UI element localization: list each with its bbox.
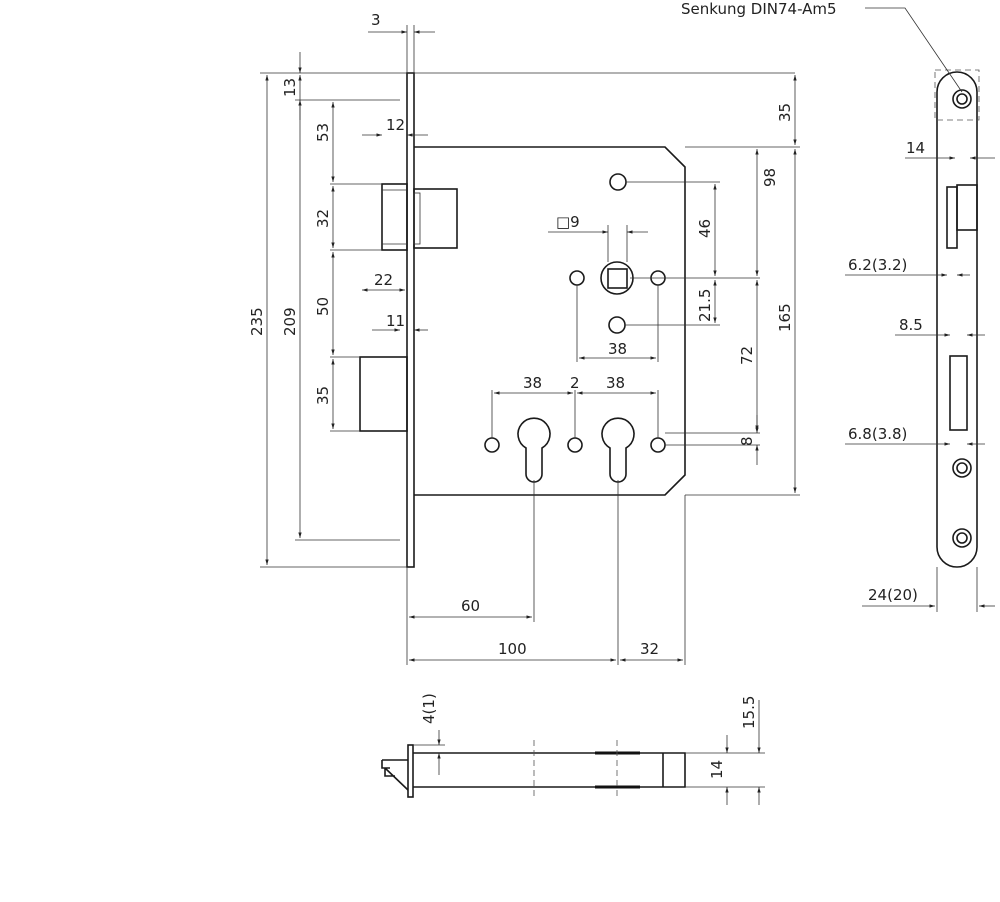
side-view: Senkung DIN74-Am5 14 6.2(3.2) 8.5 6.8(3.…	[681, 0, 995, 612]
dim-spindle-holes-spacing: 38	[608, 340, 627, 358]
front-view: 3 13 53 32 12 50 22 11 35 235 209 35 165…	[248, 11, 800, 665]
dim-spindle-to-upper: 46	[696, 219, 714, 238]
dim-cyl-hole-offset: 8	[738, 436, 756, 446]
dim-latch-62: 6.2(3.2)	[848, 256, 907, 274]
dim-top-offset: 13	[281, 78, 299, 97]
dim-spindle-to-cylinder: 72	[738, 346, 756, 365]
dim-total-height: 235	[248, 307, 266, 336]
dim-inner-height: 209	[281, 307, 299, 336]
dim-spindle-lower: 21.5	[696, 289, 714, 322]
dim-bolt-gap: 50	[314, 297, 332, 316]
dim-bolt-inset: 11	[386, 312, 405, 330]
latch-side	[946, 186, 958, 249]
screw-holes	[952, 89, 972, 548]
dim-depth-32: 32	[640, 640, 659, 658]
lock-body	[414, 146, 686, 496]
dim-cyl-gap: 2	[570, 374, 580, 392]
dim-latch-top: 53	[314, 123, 332, 142]
bottom-view: 4(1) 14 15.5	[381, 693, 765, 805]
faceplate-bottom	[407, 744, 414, 798]
dim-width-14: 14	[906, 139, 925, 157]
latch-bolt	[381, 183, 458, 251]
dim-bolt-height: 35	[314, 386, 332, 405]
dim-latch-projection: 12	[386, 116, 405, 134]
bolt-side	[949, 355, 968, 431]
dim-cyl-spacing-right: 38	[606, 374, 625, 392]
faceplate-side	[936, 71, 978, 568]
dim-upper-to-spindle: 98	[761, 168, 779, 187]
dim-body-height: 165	[776, 303, 794, 332]
countersink-annotation: Senkung DIN74-Am5	[681, 0, 837, 18]
faceplate	[406, 72, 415, 568]
dim-square: □9	[556, 213, 580, 231]
dim-thickness: 14	[708, 760, 726, 779]
dim-bolt-projection: 22	[374, 271, 393, 289]
dead-bolt	[359, 356, 408, 432]
dim-total: 15.5	[740, 696, 758, 729]
dim-bolt-68: 6.8(3.8)	[848, 425, 907, 443]
dim-latch-height: 32	[314, 209, 332, 228]
dim-offset: 4(1)	[420, 693, 438, 724]
dim-faceplate-thickness: 3	[371, 11, 381, 29]
dim-body-top: 35	[776, 103, 794, 122]
latch-bottom	[381, 759, 409, 791]
dim-backset-60: 60	[461, 597, 480, 615]
body-bottom	[413, 752, 686, 788]
dim-plate-width: 24(20)	[868, 586, 918, 604]
dim-cyl-spacing-left: 38	[523, 374, 542, 392]
dim-backset-100: 100	[498, 640, 527, 658]
dim-width-85: 8.5	[899, 316, 923, 334]
